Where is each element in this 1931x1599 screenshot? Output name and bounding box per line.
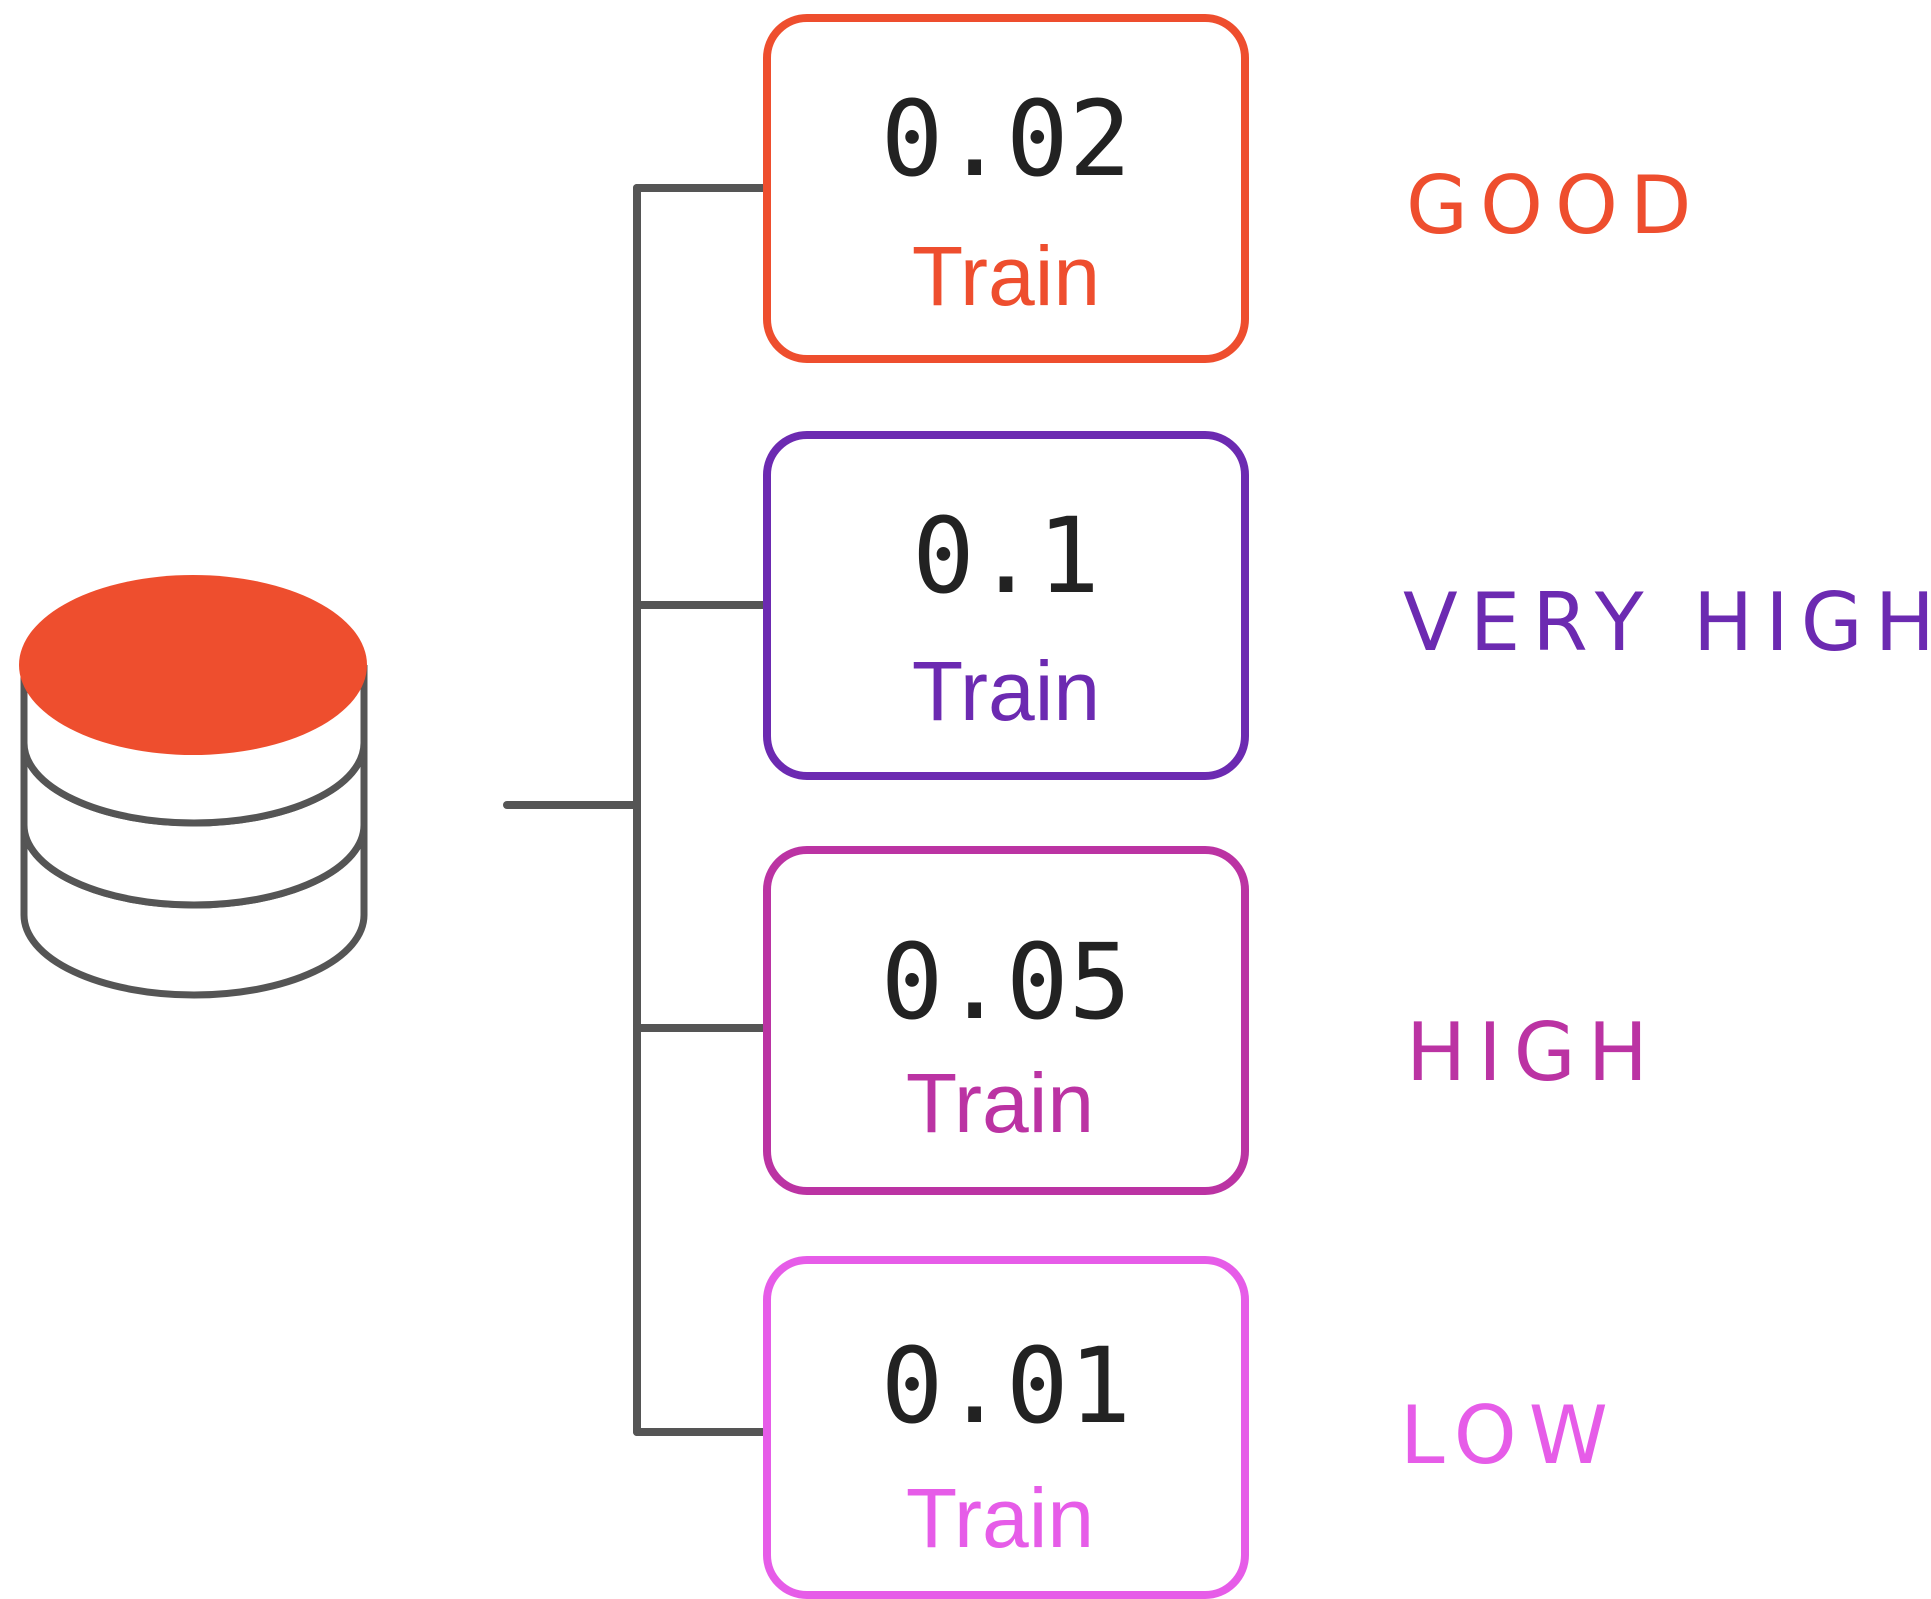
run-card-border [763,846,1249,1195]
connector-tree [503,184,769,1436]
run-card-border [763,14,1249,363]
database-icon [19,575,368,999]
run-card-border [763,1256,1249,1599]
train-label: Train [912,644,1100,738]
rating-label: LOW [1400,1389,1620,1482]
rating-label: VERY HIGH [1403,576,1931,669]
train-label: Train [906,1471,1094,1565]
database-top [19,575,367,755]
run-card: 0.1 Train [763,431,1249,780]
rating-label: HIGH [1406,1006,1660,1099]
learning-rate-value: 0.05 [881,921,1131,1043]
learning-rate-value: 0.1 [912,495,1100,617]
learning-rate-value: 0.02 [881,78,1131,200]
run-card: 0.01 Train [763,1256,1249,1599]
rating-label: GOOD [1406,159,1704,252]
run-card: 0.02 Train [763,14,1249,363]
run-card: 0.05 Train [763,846,1249,1195]
train-label: Train [906,1056,1094,1150]
run-card-border [763,431,1249,780]
learning-rate-value: 0.01 [881,1325,1131,1447]
train-label: Train [912,229,1100,323]
